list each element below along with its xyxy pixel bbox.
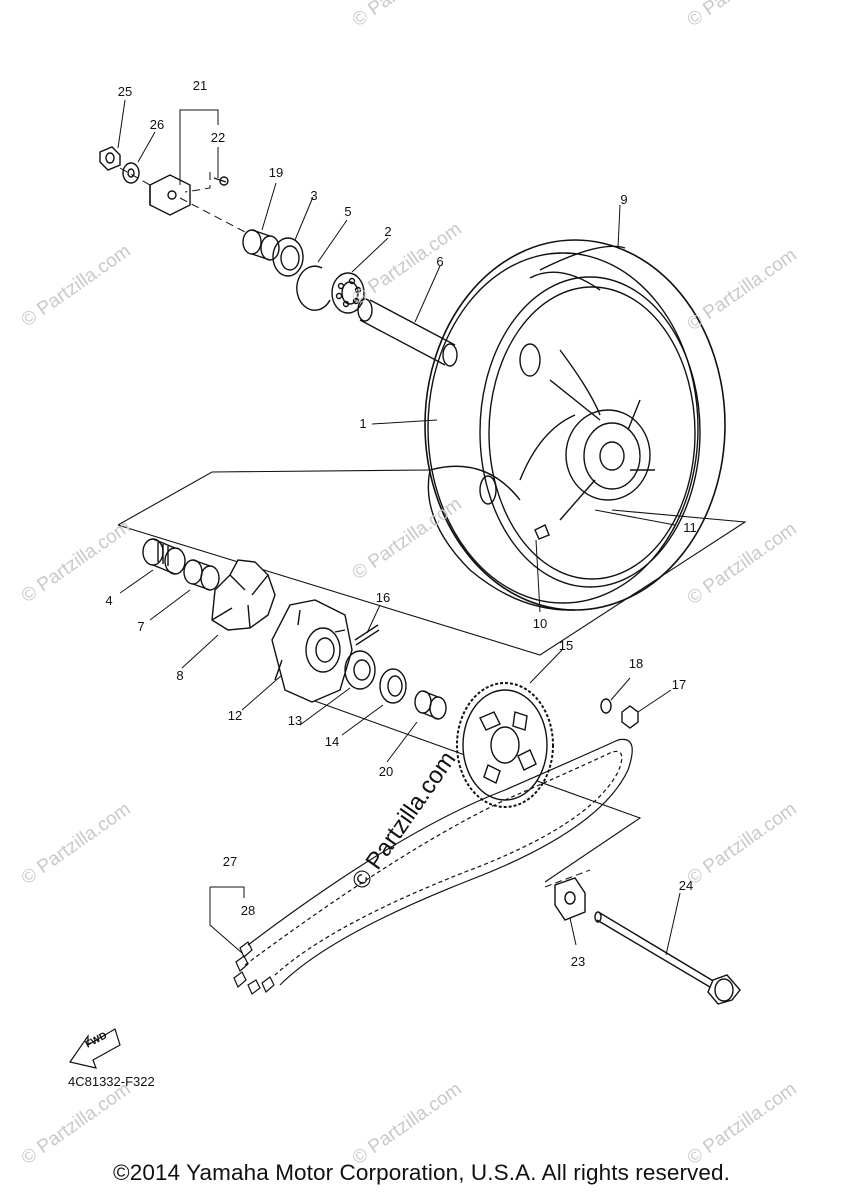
clutch-hub-12 <box>271 599 353 703</box>
hub-assembly-outline <box>117 469 747 883</box>
part-label-14: 14 <box>324 734 340 749</box>
collar-7 <box>183 559 220 591</box>
part-label-7: 7 <box>137 619 145 634</box>
nut-25 <box>99 146 121 171</box>
diagram-reference-code: 4C81332-F322 <box>68 1074 155 1089</box>
label-bracket-27 <box>209 886 245 954</box>
part-label-6: 6 <box>436 254 444 269</box>
fwd-arrow-icon <box>69 1028 121 1069</box>
part-label-4: 4 <box>105 593 113 608</box>
part-label-25: 25 <box>117 84 133 99</box>
drive-chain <box>233 738 633 995</box>
rear-wheel <box>424 239 726 611</box>
bolt-22 <box>213 176 229 186</box>
copyright-footer: ©2014 Yamaha Motor Corporation, U.S.A. A… <box>113 1160 730 1185</box>
part-label-21: 21 <box>192 78 208 93</box>
part-label-20: 20 <box>378 764 394 779</box>
part-label-5: 5 <box>344 204 352 219</box>
oil-seal-3 <box>272 237 304 277</box>
circlip-5 <box>296 265 331 311</box>
part-label-10: 10 <box>532 616 548 631</box>
part-label-15: 15 <box>558 638 574 653</box>
part-label-24: 24 <box>678 878 694 893</box>
chain-adjuster-plate <box>149 174 191 216</box>
washer-18 <box>600 698 612 714</box>
part-label-26: 26 <box>149 117 165 132</box>
part-label-11: 11 <box>683 520 697 535</box>
label-bracket-21 <box>179 109 219 185</box>
part-label-9: 9 <box>620 192 628 207</box>
part-label-27: 27 <box>222 854 238 869</box>
part-label-16: 16 <box>375 590 391 605</box>
part-label-28: 28 <box>240 903 256 918</box>
part-label-12: 12 <box>227 708 243 723</box>
oil-seal-14 <box>379 668 407 704</box>
spacer-19 <box>242 229 280 261</box>
nut-17 <box>621 705 639 729</box>
rear-sprocket-15 <box>456 682 554 808</box>
leader-lines <box>117 99 681 956</box>
chain-puller-23 <box>544 869 591 921</box>
part-label-3: 3 <box>310 188 318 203</box>
part-label-2: 2 <box>384 224 392 239</box>
part-label-1: 1 <box>359 416 367 431</box>
assembly-dashed-lines <box>119 167 246 233</box>
part-label-17: 17 <box>671 677 687 692</box>
rear-axle-24 <box>594 911 741 1005</box>
bearing-2 <box>331 272 365 314</box>
part-label-23: 23 <box>570 954 586 969</box>
stud-bolt-16 <box>354 624 380 646</box>
collar-20 <box>414 690 447 720</box>
part-label-13: 13 <box>287 713 303 728</box>
part-label-22: 22 <box>210 130 226 145</box>
bearing-13 <box>344 650 376 690</box>
part-label-18: 18 <box>628 656 644 671</box>
part-label-8: 8 <box>176 668 184 683</box>
washer-26 <box>122 162 140 184</box>
damper-8 <box>211 559 276 631</box>
part-label-19: 19 <box>268 165 284 180</box>
axle-collar <box>357 298 458 367</box>
bearing-4 <box>142 538 186 575</box>
